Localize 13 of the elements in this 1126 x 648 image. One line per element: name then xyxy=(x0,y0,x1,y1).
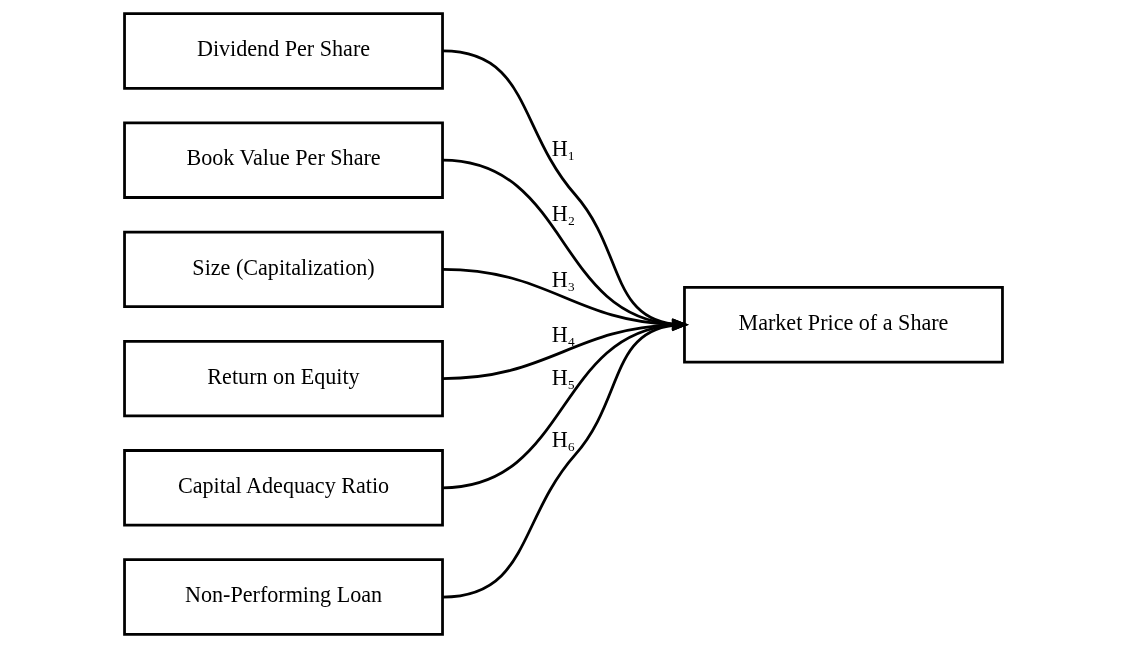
edge-label: H₄ xyxy=(551,322,575,348)
node-box: Capital Adequacy Ratio xyxy=(122,449,444,527)
edge-label: H₆ xyxy=(551,427,575,453)
node-box: Dividend Per Share xyxy=(122,12,444,90)
node-box: Non-Performing Loan xyxy=(122,558,444,636)
edge-label: H₅ xyxy=(551,365,575,391)
edge-label: H₃ xyxy=(551,267,575,293)
node-box: Book Value Per Share xyxy=(122,121,444,199)
edge-label: H₂ xyxy=(551,200,575,226)
node-box: Market Price of a Share xyxy=(682,285,1004,364)
node-box: Return on Equity xyxy=(122,339,444,418)
node-box: Size (Capitalization) xyxy=(122,230,444,309)
edge-label: H₁ xyxy=(551,135,575,161)
